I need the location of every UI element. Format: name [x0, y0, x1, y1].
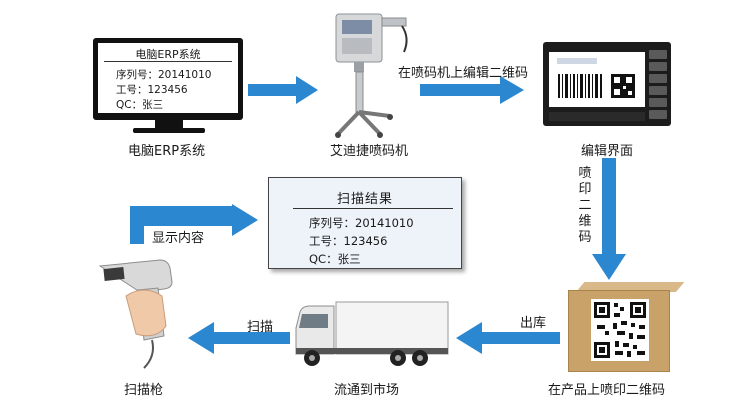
- erp-serial: 序列号：20141010: [116, 69, 212, 81]
- editor-label: 编辑界面: [581, 144, 634, 159]
- result-job-no: 工号：123456: [309, 234, 388, 248]
- erp-screen-title: 电脑ERP系统: [135, 48, 201, 61]
- print-qr-char: 二: [578, 198, 592, 213]
- editor-screen: [543, 42, 671, 126]
- editor-keypad: [649, 50, 667, 122]
- erp-monitor: 电脑ERP系统 序列号：20141010 工号：123456 QC：张三: [93, 38, 243, 120]
- product-box-icon: [568, 290, 670, 372]
- scan-result-divider: [293, 208, 453, 209]
- erp-job-no: 工号：123456: [116, 84, 188, 96]
- scanner-label: 扫描枪: [124, 383, 164, 398]
- arrow-scan-label: 扫描: [247, 320, 274, 335]
- print-qr-char: 维: [578, 214, 592, 229]
- truck-icon: [295, 301, 449, 366]
- erp-label: 电脑ERP系统: [128, 144, 206, 159]
- print-qr-char: 喷: [578, 166, 592, 181]
- print-qr-char: 印: [578, 182, 592, 197]
- monitor-neck: [155, 120, 183, 129]
- print-qr-char: 码: [578, 230, 592, 245]
- monitor-foot: [133, 128, 205, 133]
- arrow-ship-label: 出库: [520, 316, 547, 331]
- result-qc: QC：张三: [309, 252, 361, 266]
- erp-qc: QC：张三: [116, 99, 164, 111]
- editor-toolbar: [549, 112, 645, 121]
- result-serial: 序列号：20141010: [309, 216, 414, 230]
- transport-label: 流通到市场: [334, 383, 400, 398]
- scan-result-panel: 扫描结果 序列号：20141010 工号：123456 QC：张三: [268, 177, 462, 269]
- product-label: 在产品上喷印二维码: [548, 383, 666, 398]
- inkjet-printer-icon: [335, 13, 408, 138]
- arrow-product-to-truck: [456, 322, 560, 354]
- arrow-print-qr-label: 喷 印 二 维 码: [577, 166, 593, 246]
- printer-label: 艾迪捷喷码机: [330, 144, 409, 159]
- arrow-display-label: 显示内容: [152, 231, 205, 246]
- arrow-erp-to-printer: [248, 76, 318, 104]
- qr-code-icon: [591, 299, 649, 361]
- arrow-truck-to-scanner: [188, 322, 290, 354]
- arrow-edit-qr-label: 在喷码机上编辑二维码: [398, 66, 529, 81]
- erp-screen-divider: [104, 61, 232, 62]
- barcode-scanner-icon: [98, 259, 173, 369]
- arrow-printer-to-editor: [420, 76, 524, 104]
- editor-canvas: [549, 52, 645, 107]
- erp-screen: 电脑ERP系统 序列号：20141010 工号：123456 QC：张三: [98, 43, 238, 113]
- arrow-editor-to-product: [592, 158, 626, 280]
- scan-result-title: 扫描结果: [336, 192, 393, 207]
